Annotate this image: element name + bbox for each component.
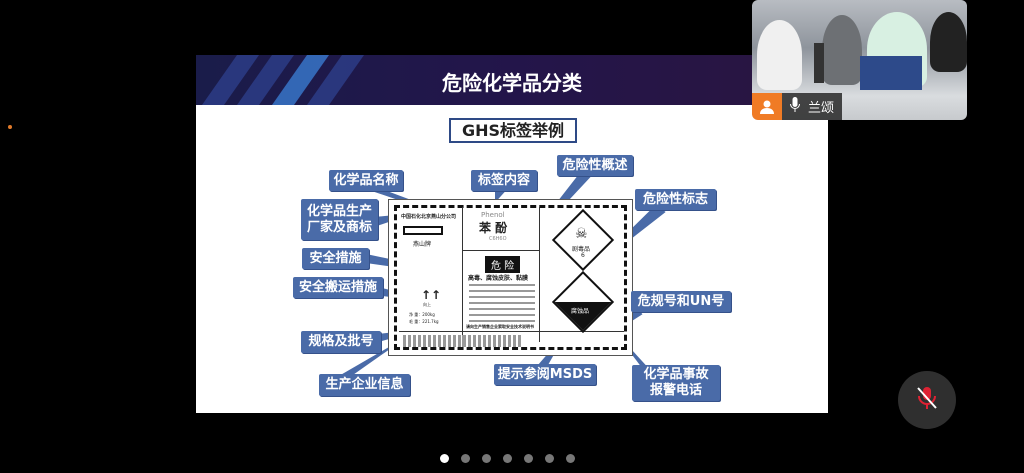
corrosive-text: 腐蚀品	[571, 308, 590, 315]
callout-safety-measures: 安全措施	[302, 248, 369, 269]
callout-hazard-summary: 危险性概述	[557, 155, 633, 176]
callout-chemical-name: 化学品名称	[329, 170, 403, 191]
gross-weight: 毛 重：221.7kg	[409, 319, 439, 324]
page-dot[interactable]	[482, 454, 491, 463]
toxic-class: 剧毒品	[572, 246, 591, 253]
presentation-slide: 危险化学品分类 GHS标签举例 中国石化北京燕山分公司 燕山牌 Phenol 苯	[196, 55, 828, 413]
mute-toggle-button[interactable]	[898, 371, 956, 429]
page-dot[interactable]	[503, 454, 512, 463]
english-name: Phenol	[481, 211, 505, 219]
page-dot[interactable]	[524, 454, 533, 463]
brand-name: 燕山牌	[413, 241, 432, 248]
hazard-statement: 高毒、腐蚀皮肤、黏膜	[468, 275, 529, 282]
participant-name: 兰颂	[808, 101, 835, 116]
callout-un-number: 危规号和UN号	[631, 291, 731, 312]
indicator-dot	[8, 125, 12, 129]
participant-video[interactable]: 兰颂	[752, 0, 967, 120]
slide-header: 危险化学品分类	[196, 55, 828, 105]
callout-manufacturer: 化学品生产厂家及商标	[301, 199, 378, 240]
callout-company-info: 生产企业信息	[319, 374, 410, 396]
callout-spec: 规格及批号	[301, 331, 381, 353]
callout-hazard-symbol: 危险性标志	[635, 189, 716, 210]
slide-subtitle: GHS标签举例	[449, 118, 577, 143]
toxic-number: 6	[581, 252, 585, 259]
signal-word: 危 险	[485, 256, 521, 273]
ghs-label-image: 中国石化北京燕山分公司 燕山牌 Phenol 苯 酚 C6H6O 危 险 高毒、…	[388, 199, 633, 356]
microphone-off-icon	[915, 385, 939, 415]
chemical-name: 苯 酚	[479, 221, 508, 235]
msds-note: 请向生产销售企业索取安全技术说明书	[466, 324, 534, 329]
page-dot[interactable]	[566, 454, 575, 463]
callout-handling: 安全搬运措施	[293, 277, 383, 298]
net-weight: 净 重：200kg	[409, 312, 435, 317]
microphone-icon	[790, 96, 800, 117]
page-dot[interactable]	[440, 454, 449, 463]
callout-msds: 提示参阅MSDS	[494, 364, 596, 385]
page-indicator	[440, 454, 575, 463]
callout-label-content: 标签内容	[471, 170, 537, 191]
callout-emergency-phone: 化学品事故报警电话	[632, 365, 720, 401]
formula: C6H6O	[489, 236, 507, 242]
slide-title: 危险化学品分类	[442, 71, 582, 95]
handling-mark: 向上	[423, 302, 431, 307]
page-dot[interactable]	[461, 454, 470, 463]
avatar-icon	[752, 93, 782, 120]
page-dot[interactable]	[545, 454, 554, 463]
